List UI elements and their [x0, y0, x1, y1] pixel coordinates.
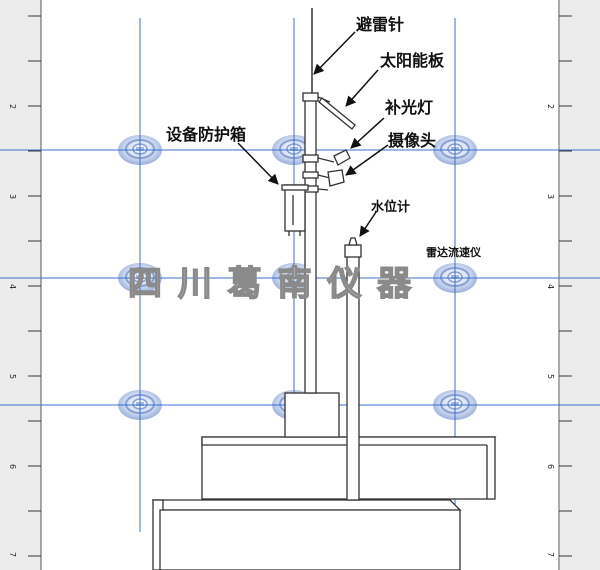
label-fill-light: 补光灯 — [384, 98, 433, 117]
ruler-number-right: 2 — [546, 104, 555, 109]
main-pole — [302, 8, 319, 394]
equipment-protection-box — [281, 184, 309, 236]
ruler-number-right: 7 — [546, 552, 555, 557]
solar-panel — [317, 96, 356, 130]
ruler-number-left: 3 — [8, 194, 17, 199]
label-equipment-box: 设备防护箱 — [166, 125, 246, 144]
label-water-level-meter: 水位计 — [371, 199, 410, 215]
leader-lines — [237, 31, 389, 237]
ruler-number-left: 7 — [8, 552, 17, 557]
label-camera: 摄像头 — [388, 131, 436, 150]
ruler-number-left: 4 — [8, 284, 17, 289]
ruler-number-left: 2 — [8, 104, 17, 109]
ruler-number-right: 5 — [546, 374, 555, 379]
right-ruler — [560, 0, 600, 570]
ruler-number-left: 6 — [8, 464, 17, 469]
concrete-foundation — [151, 392, 497, 570]
water-level-meter — [344, 237, 362, 501]
fill-light-and-camera — [317, 149, 351, 191]
label-radar-velocimeter: 雷达流速仪 — [426, 245, 482, 259]
ruler-number-right: 4 — [546, 284, 555, 289]
label-lightning-rod: 避雷针 — [356, 15, 404, 34]
ruler-number-right: 3 — [546, 194, 555, 199]
ruler-number-left: 5 — [8, 374, 17, 379]
ruler-ticks — [28, 15, 572, 557]
ruler-number-right: 6 — [546, 464, 555, 469]
ruler-numbers: 2 3 4 5 6 7 2 3 4 5 6 7 — [8, 104, 555, 557]
left-ruler — [0, 0, 41, 570]
watermark-text: 四 川 葛 南 仪 器 — [128, 264, 413, 304]
label-solar-panel: 太阳能板 — [379, 51, 445, 70]
